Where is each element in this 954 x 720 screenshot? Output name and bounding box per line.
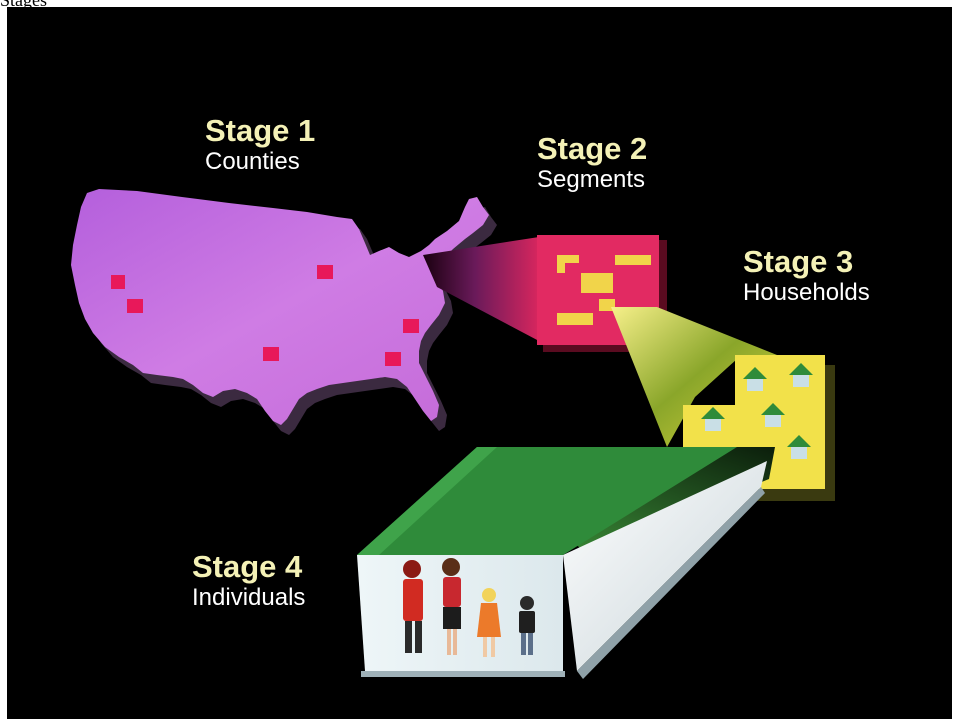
- stage-name: Individuals: [192, 584, 306, 611]
- zoom-beam-households: [611, 307, 777, 447]
- zoom-beam-segments: [423, 237, 539, 341]
- stage-name: Households: [743, 279, 870, 306]
- stage-title: Stage 3: [743, 244, 854, 279]
- figure-caption: Stages: [0, 0, 47, 10]
- county-marker: [403, 319, 419, 333]
- us-map: [71, 189, 497, 435]
- stage-title: Stage 1: [205, 113, 316, 148]
- person-icon: [403, 560, 423, 653]
- stage-1-label: Stage 1 Counties: [205, 114, 315, 176]
- stage-4-label: Stage 4 Individuals: [192, 550, 305, 612]
- house-icon: [701, 407, 725, 431]
- stage-3-label: Stage 3 Households: [743, 245, 870, 307]
- house-icon: [743, 367, 767, 391]
- house-icon: [761, 403, 785, 427]
- sampling-stages-diagram: Stage 1 Counties Stage 2 Segments Stage …: [7, 7, 952, 719]
- house-icon: [787, 435, 811, 459]
- county-marker: [317, 265, 333, 279]
- county-marker: [263, 347, 279, 361]
- person-icon: [477, 588, 501, 657]
- county-marker: [127, 299, 143, 313]
- stage-title: Stage 4: [192, 549, 303, 584]
- stage-title: Stage 2: [537, 131, 648, 166]
- county-marker: [385, 352, 401, 366]
- house-icon: [789, 363, 813, 387]
- stage-2-label: Stage 2 Segments: [537, 132, 647, 194]
- person-icon: [442, 558, 461, 655]
- person-icon: [519, 596, 535, 655]
- diagram-graphics: [71, 189, 835, 679]
- stage-name: Segments: [537, 166, 646, 193]
- individuals-house: [357, 447, 767, 679]
- stage-name: Counties: [205, 148, 300, 175]
- county-marker: [111, 275, 125, 289]
